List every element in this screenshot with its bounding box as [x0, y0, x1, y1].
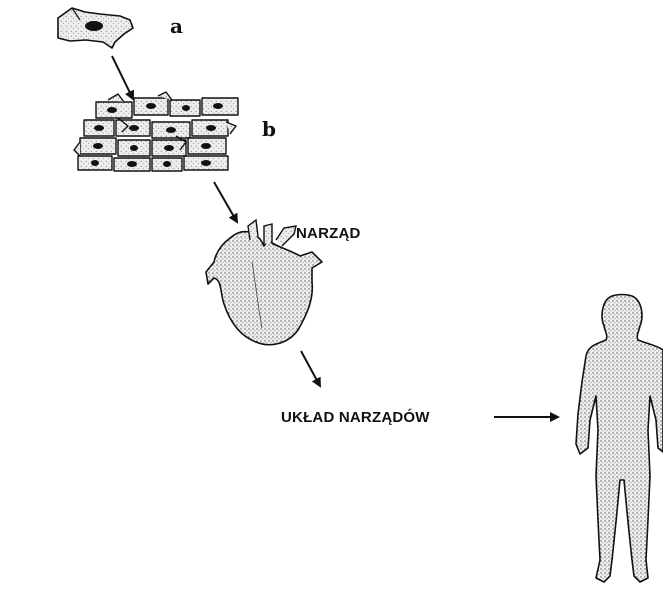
arrow-tissue-to-organ: [214, 182, 237, 222]
label-organ: NARZĄD: [296, 225, 361, 242]
tissue-illustration: [74, 92, 238, 171]
arrow-organ-to-system: [301, 351, 320, 386]
human-body-illustration: [576, 295, 663, 583]
cell-nucleus: [85, 21, 103, 31]
label-a: a: [170, 14, 183, 38]
label-b: b: [262, 117, 276, 141]
label-organ-system: UKŁAD NARZĄDÓW: [281, 408, 430, 426]
cell-illustration: [58, 8, 133, 48]
arrow-cell-to-tissue: [112, 56, 133, 99]
